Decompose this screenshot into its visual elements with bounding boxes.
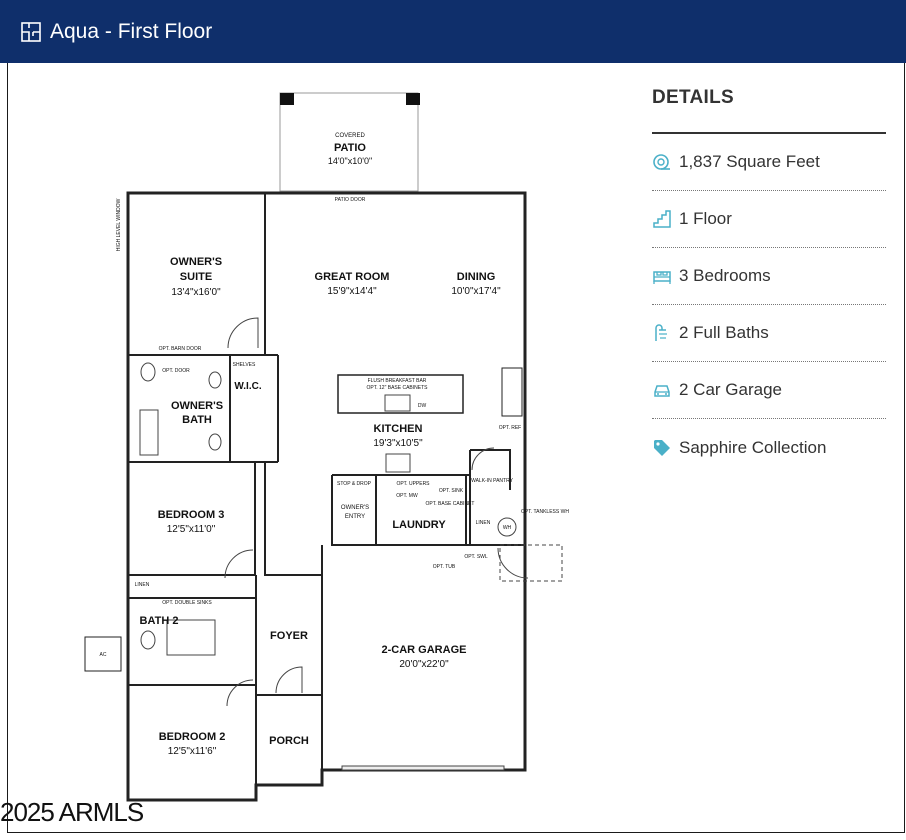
owners-bath-label-2: BATH xyxy=(182,414,212,426)
patio-door-label: PATIO DOOR xyxy=(335,197,366,203)
opt-door-label: OPT. DOOR xyxy=(162,368,190,374)
floor-plan-drawing: COVERED PATIO 14'0"x10'0" PATIO DOOR OWN… xyxy=(84,92,569,802)
shelves-label: SHELVES xyxy=(233,362,256,368)
detail-garage: 2 Car Garage xyxy=(652,362,886,419)
dining-label: DINING xyxy=(457,271,496,283)
stop-drop-label: STOP & DROP xyxy=(337,481,372,487)
bedroom3-dim: 12'5"x11'0" xyxy=(167,524,216,535)
linen2-label: LINEN xyxy=(135,582,150,588)
detail-label: 1,837 Square Feet xyxy=(679,152,820,171)
opt-tankless-label: OPT. TANKLESS WH xyxy=(521,509,569,515)
bedroom2-dim: 12'5"x11'6" xyxy=(168,746,217,757)
wic-label: W.I.C. xyxy=(234,381,261,392)
opt-uppers-label: OPT. UPPERS xyxy=(396,481,430,487)
high-level-window-label: HIGH LEVEL WINDOW xyxy=(116,198,122,251)
bath2-label: BATH 2 xyxy=(140,615,179,627)
content-frame xyxy=(7,63,905,833)
ac-label: AC xyxy=(100,652,107,658)
detail-label: 2 Full Baths xyxy=(679,323,769,342)
stairs-icon xyxy=(652,209,672,229)
page-title: Aqua - First Floor xyxy=(50,19,213,43)
garage-dim: 20'0"x22'0" xyxy=(399,659,449,670)
owners-entry-label-2: ENTRY xyxy=(345,514,365,520)
detail-collection: Sapphire Collection xyxy=(652,419,886,476)
patio-covered-label: COVERED xyxy=(335,133,365,139)
opt-mw-label: OPT. MW xyxy=(396,493,418,499)
opt-ref-label: OPT. REF xyxy=(499,425,522,431)
detail-floors: 1 Floor xyxy=(652,191,886,248)
opt-sink-label: OPT. SINK xyxy=(439,488,464,494)
car-icon xyxy=(652,380,672,400)
porch-label: PORCH xyxy=(269,735,309,747)
opt-swl-label: OPT. SWL xyxy=(464,554,488,560)
bed-icon xyxy=(652,266,672,286)
detail-label: 1 Floor xyxy=(679,209,732,228)
owners-suite-dim: 13'4"x16'0" xyxy=(171,287,221,298)
walk-in-pantry-label: WALK-IN PANTRY xyxy=(471,478,514,484)
details-divider xyxy=(652,132,886,134)
patio-dim: 14'0"x10'0" xyxy=(328,156,372,166)
detail-square-feet: 1,837 Square Feet xyxy=(652,134,886,191)
linen-label: LINEN xyxy=(476,520,491,526)
owners-suite-label-2: SUITE xyxy=(180,271,212,283)
opt-double-sinks-label: OPT. DOUBLE SINKS xyxy=(162,600,212,606)
square-feet-icon xyxy=(652,152,672,172)
opt-base-cabinet-label: OPT. BASE CABINET xyxy=(426,501,475,507)
shower-icon xyxy=(652,323,672,343)
watermark: 2025 ARMLS xyxy=(0,797,144,827)
detail-label: 2 Car Garage xyxy=(679,380,782,399)
bedroom3-label: BEDROOM 3 xyxy=(158,509,225,521)
kitchen-label: KITCHEN xyxy=(374,423,423,435)
bedroom2-label: BEDROOM 2 xyxy=(159,731,226,743)
floorplan-icon xyxy=(20,21,42,43)
detail-label: Sapphire Collection xyxy=(679,437,827,457)
page-header: Aqua - First Floor xyxy=(0,0,906,63)
detail-baths: 2 Full Baths xyxy=(652,305,886,362)
kitchen-dim: 19'3"x10'5" xyxy=(373,438,423,449)
foyer-label: FOYER xyxy=(270,630,308,642)
detail-bedrooms: 3 Bedrooms xyxy=(652,248,886,305)
base-cabinets-label: OPT. 12" BASE CABINETS xyxy=(367,385,429,391)
opt-tub-label: OPT. TUB xyxy=(433,564,456,570)
flush-bar-label: FLUSH BREAKFAST BAR xyxy=(368,378,427,384)
floor-plan: COVERED PATIO 14'0"x10'0" PATIO DOOR OWN… xyxy=(0,63,620,835)
great-room-label: GREAT ROOM xyxy=(315,271,390,283)
owners-entry-label-1: OWNER'S xyxy=(341,505,369,511)
patio-label: PATIO xyxy=(334,142,366,154)
details-title: DETAILS xyxy=(652,87,734,108)
barn-door-label: OPT. BARN DOOR xyxy=(159,346,202,352)
wh-label: WH xyxy=(503,525,512,531)
tag-icon xyxy=(652,438,672,458)
laundry-label: LAUNDRY xyxy=(392,519,446,531)
great-room-dim: 15'9"x14'4" xyxy=(327,286,377,297)
detail-label: 3 Bedrooms xyxy=(679,266,771,285)
owners-bath-label-1: OWNER'S xyxy=(171,400,223,412)
owners-suite-label-1: OWNER'S xyxy=(170,256,222,268)
garage-label: 2-CAR GARAGE xyxy=(382,644,467,656)
details-panel: DETAILS 1,837 Square Feet 1 Floor 3 Bedr… xyxy=(652,84,886,476)
dw-label: DW xyxy=(418,403,427,409)
dining-dim: 10'0"x17'4" xyxy=(451,286,501,297)
